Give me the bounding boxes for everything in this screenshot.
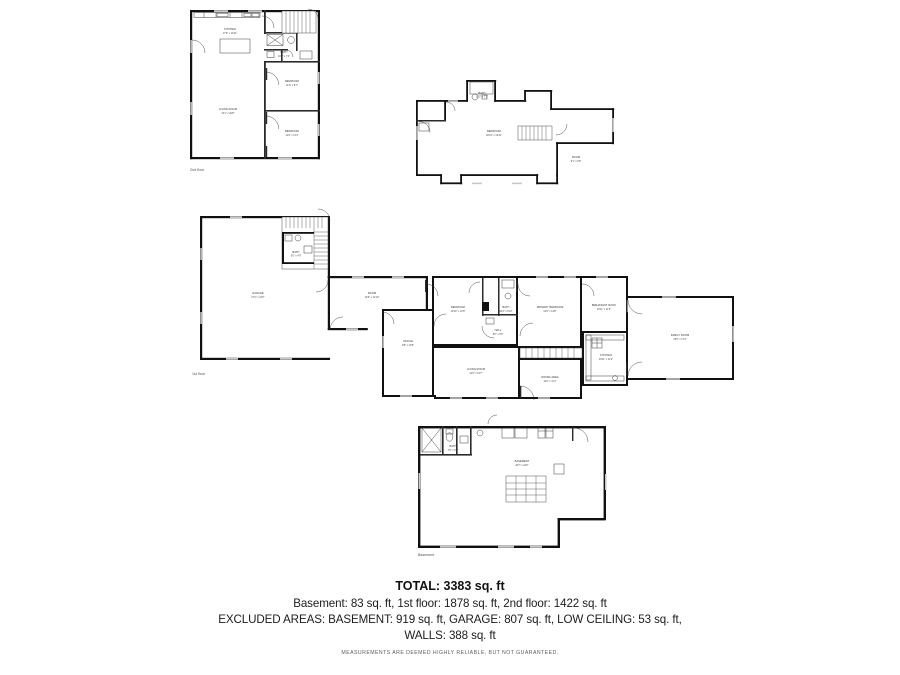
floor-caption-basement: Basement — [418, 553, 435, 557]
room-label: BATH — [479, 91, 486, 95]
room-dim: 9'1" x 6'8" — [571, 161, 582, 163]
room-dim: 9'8" x 13'8" — [402, 345, 414, 347]
room-label: HALL — [495, 328, 502, 332]
room-dim: 10'11" x 11'0" — [599, 359, 613, 361]
room-label: LIVING ROOM — [467, 367, 485, 371]
total-area: TOTAL: 3383 sq. ft — [395, 579, 505, 593]
room-dim: 27'2" x 31'6" — [251, 297, 264, 299]
room-dim: 7'5" x 5'1" — [448, 450, 459, 452]
floorplan-second-floor-wing: BATH 10'2" x 7'1" BEDROOM 40'10" x 19'11… — [412, 78, 622, 188]
room-dim: 10'0" x 12'10" — [365, 297, 380, 299]
room-dim: 15'5" x 17'4" — [673, 339, 686, 341]
room-label: BEDROOM — [487, 129, 501, 133]
room-label: BATH — [503, 305, 510, 309]
room-label: BEDROOM — [285, 129, 299, 133]
room-dim: 17'8" x 10'11" — [223, 33, 238, 35]
room-dim: 11'9" x 11'4" — [286, 135, 299, 137]
area-summary: TOTAL: 3383 sq. ft Basement: 83 sq. ft, … — [0, 578, 900, 644]
room-dim: 40'10" x 19'11" — [486, 135, 502, 137]
floor-caption-second: 2nd floor — [190, 168, 205, 172]
excluded-areas-line1: EXCLUDED AREAS: BASEMENT: 919 sq. ft, GA… — [218, 613, 682, 627]
room-label: DINING AREA — [541, 375, 559, 379]
room-dim: 8'0" x 3'6" — [493, 334, 504, 336]
room-label: BATH — [450, 444, 457, 448]
room-label: ROOM — [368, 291, 376, 295]
room-label: KITCHEN — [600, 353, 612, 357]
room-dim: 11'6" x 8'7" — [286, 85, 298, 87]
room-dim: 10'1" x 7'2" — [278, 56, 290, 58]
room-dim: 12'0" x 12'8" — [543, 311, 556, 313]
excluded-areas-line2: WALLS: 388 sq. ft — [404, 629, 496, 643]
room-label: LIVING ROOM — [219, 107, 237, 111]
measurement-disclaimer: MEASUREMENTS ARE DEEMED HIGHLY RELIABLE,… — [341, 650, 559, 656]
room-dim: 13'1" x 20'8" — [221, 113, 234, 115]
floorplan-basement: BATH 7'5" x 5'1" — [402, 414, 632, 568]
room-label: OFFICE — [403, 339, 413, 343]
room-label: GARAGE — [252, 291, 264, 295]
room-label: BASEMENT — [515, 459, 530, 463]
floorplan-second-floor: KITCHEN 17'8" x 10'11" BATH 10'1" x 7'2"… — [186, 6, 336, 166]
per-floor-areas: Basement: 83 sq. ft, 1st floor: 1878 sq.… — [293, 597, 607, 611]
room-dim: 14'0" x 16'7" — [469, 373, 482, 375]
room-dim: 10'10" x 12'8" — [451, 311, 466, 313]
room-dim: 5'6" x 4'9" — [291, 256, 302, 258]
room-label: BATH — [281, 50, 288, 54]
room-dim: 10'2" x 7'1" — [476, 97, 488, 99]
room-label: BREAKFAST NOOK — [592, 303, 617, 307]
room-dim: 10'11" x 11'0" — [597, 309, 611, 311]
floor-caption-first: 1st floor — [192, 372, 206, 376]
room-dim: 12'0" x 11'1" — [543, 381, 556, 383]
room-label: BEDROOM — [451, 305, 465, 309]
floorplan-first-floor: BATH 5'6" x 4'9" GARAGE 27'2" x 31'6" RO… — [186, 208, 746, 408]
room-label: FAMILY ROOM — [671, 333, 689, 337]
room-label: ROOM — [572, 155, 580, 159]
room-label: PRIMARY BEDROOM — [537, 305, 564, 309]
room-label: BEDROOM — [285, 79, 299, 83]
room-dim: 40'7" x 24'0" — [515, 465, 528, 467]
room-label: KITCHEN — [224, 27, 236, 31]
room-dim: 10'3" x 6'10" — [499, 311, 512, 313]
room-label: BATH — [293, 250, 300, 254]
